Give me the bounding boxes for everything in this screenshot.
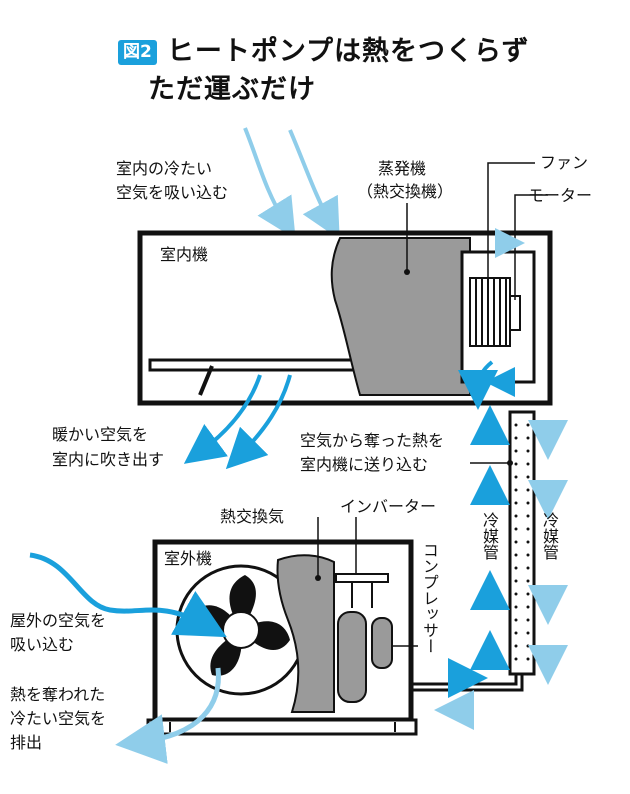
- figure-title-line2: ただ運ぶだけ: [148, 74, 316, 105]
- label-outdoor-intake-1: 屋外の空気を: [10, 611, 107, 630]
- label-refrigerant-pipe-left: 冷媒管: [480, 512, 499, 560]
- label-motor: モーター: [528, 186, 593, 205]
- warm-outflow-arrows: [183, 374, 292, 470]
- label-indoor-unit: 室内機: [160, 245, 209, 264]
- refrigerant-pipe: [410, 410, 536, 692]
- accumulator: [371, 617, 393, 669]
- label-indoor-intake-1: 室内の冷たい: [116, 159, 213, 178]
- compressor-tank: [337, 611, 367, 703]
- indoor-intake-arrows: [243, 127, 340, 240]
- label-warm-out-1: 暖かい空気を: [52, 425, 149, 444]
- label-heat-send-1: 空気から奪った熱を: [300, 431, 445, 450]
- figure-badge: 図2: [118, 39, 157, 65]
- inner-curve-arrow: [458, 360, 499, 410]
- label-exhaust-1: 熱を奪われた: [10, 685, 106, 704]
- label-evaporator-2: （熱交換機）: [357, 182, 454, 201]
- label-heat-send-2: 室内機に送り込む: [300, 455, 429, 474]
- label-outdoor-heat-exchanger: 熱交換気: [220, 507, 285, 526]
- label-inverter: インバーター: [340, 497, 437, 516]
- outdoor-intake-arrow: [29, 552, 227, 638]
- figure-title-line1: ヒートポンプは熱をつくらず: [166, 36, 530, 67]
- label-outdoor-intake-2: 吸い込む: [10, 635, 75, 654]
- label-warm-out-2: 室内に吹き出す: [52, 450, 165, 469]
- exhaust-arrow: [115, 667, 221, 764]
- label-compressor: コンプレッサー: [420, 542, 439, 654]
- label-refrigerant-pipe-right: 冷媒管: [540, 512, 559, 560]
- figure-title-row: 図2 ヒートポンプは熱をつくらず: [118, 34, 530, 70]
- outdoor-heat-exchanger: [276, 554, 335, 713]
- motor: [509, 295, 521, 331]
- label-fan: ファン: [540, 153, 589, 172]
- evaporator-shape: [330, 237, 471, 396]
- label-exhaust-2: 冷たい空気を: [10, 709, 107, 728]
- label-evaporator-1: 蒸発機: [378, 159, 427, 178]
- label-outdoor-unit: 室外機: [164, 549, 213, 568]
- label-exhaust-3: 排出: [10, 733, 43, 752]
- label-indoor-intake-2: 空気を吸い込む: [116, 183, 229, 202]
